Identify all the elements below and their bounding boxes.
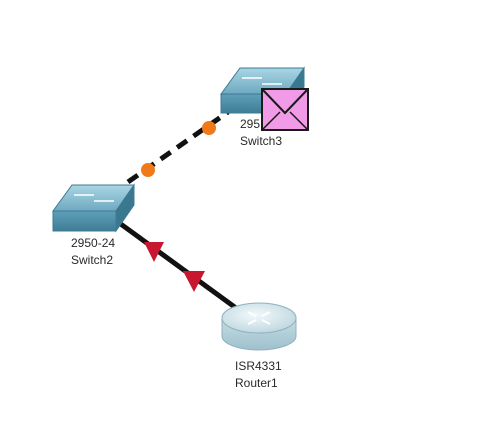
switch-icon xyxy=(52,183,135,233)
device-name-label: Switch3 xyxy=(240,134,282,148)
device-model-label: ISR4331 xyxy=(235,359,282,373)
link-status-triangle-icon xyxy=(144,242,164,262)
device-model-label: 295 xyxy=(240,117,260,131)
device-router1[interactable]: ISR4331 Router1 xyxy=(221,302,297,390)
envelope-icon[interactable] xyxy=(261,88,309,131)
link-status-circle-icon xyxy=(202,121,216,135)
link-status-circle-icon xyxy=(141,163,155,177)
link-switch2-router1[interactable] xyxy=(116,219,238,311)
link-status-triangle-icon xyxy=(183,271,205,292)
device-name-label: Router1 xyxy=(235,376,278,390)
link-switch2-switch3[interactable] xyxy=(126,109,230,185)
solid-link-line[interactable] xyxy=(116,219,238,311)
device-switch2[interactable]: 2950-24 Switch2 xyxy=(52,183,135,267)
device-model-label: 2950-24 xyxy=(71,236,115,250)
router-icon xyxy=(221,302,297,351)
device-switch3[interactable]: 295 Switch3 xyxy=(220,66,309,148)
device-name-label: Switch2 xyxy=(71,253,113,267)
